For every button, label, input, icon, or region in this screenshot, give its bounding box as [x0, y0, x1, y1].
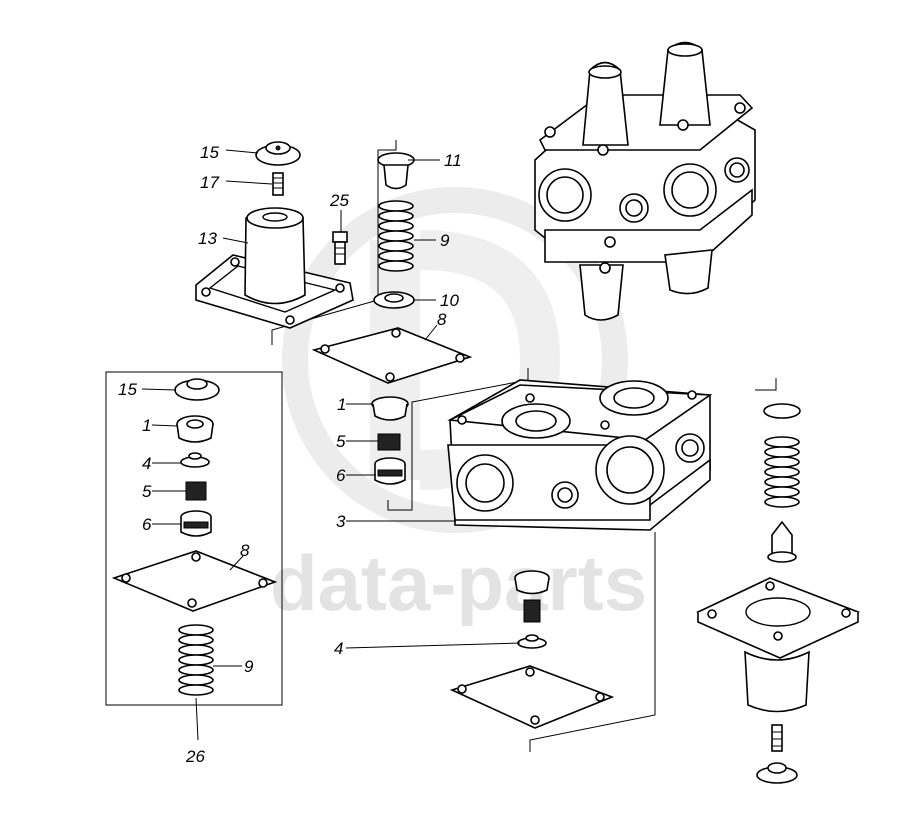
callout-1-middle: 1	[337, 395, 346, 414]
callout-3: 3	[336, 512, 346, 531]
group-bracket-middle	[387, 368, 529, 511]
spring-icon	[523, 599, 541, 623]
callout-10: 10	[440, 291, 459, 310]
bolt-icon	[272, 172, 284, 196]
gasket-icon	[111, 550, 278, 612]
callout-26: 26	[185, 747, 205, 766]
spring-icon	[377, 433, 401, 451]
kit-frame	[105, 371, 283, 706]
cap-icon	[373, 291, 415, 309]
callout-15-kit: 15	[118, 380, 137, 399]
callout-9-kit: 9	[244, 657, 254, 676]
bolt-icon	[771, 724, 783, 752]
piston-icon	[374, 457, 406, 485]
cap-icon	[371, 396, 409, 421]
leader-lines	[141, 149, 521, 741]
cap-icon	[174, 378, 220, 401]
piston-icon	[767, 520, 797, 563]
spring-icon	[378, 200, 414, 272]
cap-icon	[180, 452, 210, 468]
callout-4-kit: 4	[142, 454, 151, 473]
group-bracket-right	[755, 378, 777, 391]
piston-icon	[377, 152, 415, 190]
group-bracket-top	[271, 140, 397, 345]
group-bracket-lower	[529, 532, 656, 752]
callout-9-top: 9	[440, 231, 450, 250]
valve-body-icon	[447, 379, 713, 531]
housing-cover-icon	[696, 577, 861, 713]
cap-icon	[176, 415, 214, 443]
spring-icon	[178, 624, 214, 696]
callout-11: 11	[444, 151, 462, 170]
callout-17: 17	[200, 173, 219, 192]
piston-icon	[514, 570, 550, 595]
callout-labels: 15 17 13 25 11 9 10 8 1 5 6 3 4 15 1 4 5…	[118, 143, 462, 766]
spring-icon	[764, 436, 800, 508]
callout-5-kit: 5	[142, 482, 152, 501]
callout-1-kit: 1	[142, 416, 151, 435]
callout-8-top: 8	[437, 310, 447, 329]
cap-icon	[763, 403, 801, 419]
callout-8-kit: 8	[240, 541, 250, 560]
callout-4-lower: 4	[334, 639, 343, 658]
cap-icon	[517, 634, 547, 649]
callout-5-middle: 5	[336, 432, 346, 451]
callout-6-middle: 6	[336, 466, 346, 485]
cap-icon	[255, 141, 301, 166]
spring-icon	[185, 481, 207, 501]
callout-13: 13	[198, 229, 217, 248]
watermark-text: data-parts	[270, 539, 647, 627]
gasket-icon	[449, 665, 615, 729]
callout-15-top: 15	[200, 143, 219, 162]
cap-icon	[756, 762, 798, 784]
bolt-icon	[332, 231, 348, 265]
callout-25: 25	[329, 191, 349, 210]
gasket-icon	[311, 327, 473, 384]
piston-icon	[180, 510, 212, 537]
callout-6-kit: 6	[142, 515, 152, 534]
housing-cover-icon	[195, 207, 354, 329]
valve-assembly-icon	[534, 41, 756, 321]
